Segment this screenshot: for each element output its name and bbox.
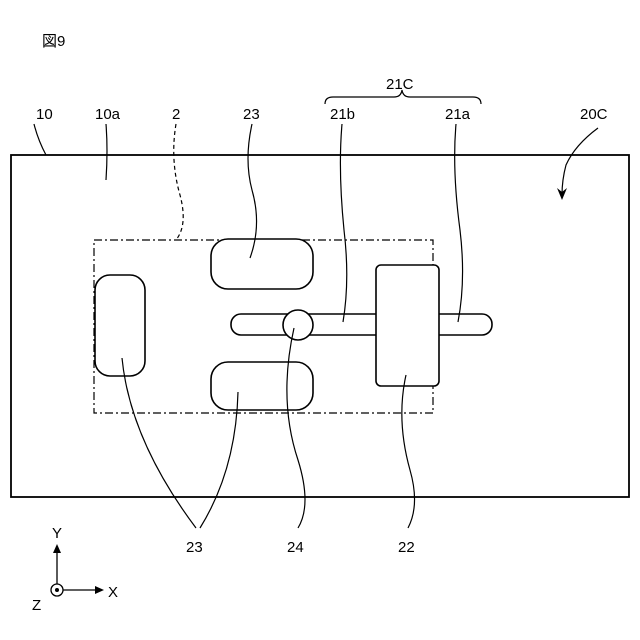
pad-top [211,239,313,289]
label-10a: 10a [95,106,121,123]
label-24: 24 [287,539,304,556]
pad-left [95,275,145,376]
joint-circle [283,310,313,340]
axis-label-y: Y [52,525,62,542]
label-23-bottom: 23 [186,539,203,556]
leader-10 [34,124,46,155]
label-21b: 21b [330,106,355,123]
axis-label-z: Z [32,597,41,614]
rail-arm [231,314,492,335]
label-20C: 20C [580,106,608,123]
figure-title: 図9 [42,33,65,50]
label-10: 10 [36,106,53,123]
x-axis-arrowhead [95,586,104,594]
z-axis-dot [55,588,59,592]
label-21a: 21a [445,106,471,123]
y-axis-arrowhead [53,544,61,553]
leader-10a [106,124,107,180]
pad-bottom [211,362,313,410]
label-23-top: 23 [243,106,260,123]
label-2: 2 [172,106,180,123]
label-21C: 21C [386,76,414,93]
block-22 [376,265,439,386]
axis-label-x: X [108,584,118,601]
label-22: 22 [398,539,415,556]
